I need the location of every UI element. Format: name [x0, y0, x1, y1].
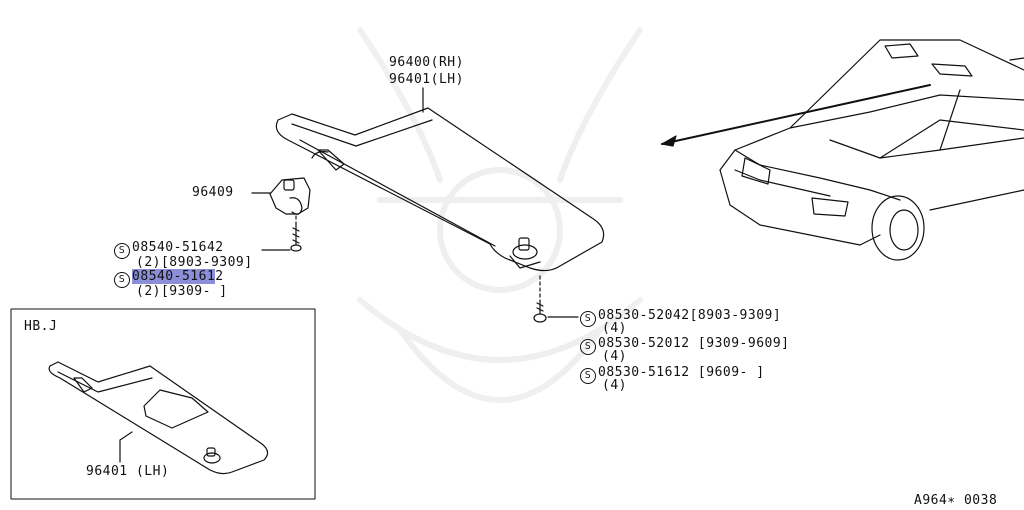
s-symbol-icon: S — [580, 311, 596, 327]
holder-screw — [290, 223, 302, 252]
label-visor-rh[interactable]: 96400(RH) — [389, 55, 464, 70]
sun-visor-main — [275, 107, 605, 272]
pivot-bolt — [533, 275, 547, 323]
label-bolt-1-qty: (4) — [602, 321, 627, 336]
label-screw-1-note: (2)[8903-9309] — [136, 255, 253, 270]
visor-holder — [269, 177, 311, 215]
s-symbol-icon: S — [580, 368, 596, 384]
screw-2-number-rest: 2 — [215, 269, 224, 284]
label-holder[interactable]: 96409 — [192, 185, 234, 200]
screw-2-number-highlight: 08540-5161 — [132, 269, 216, 284]
bolt-3-number: 08530-51612 [9609- ] — [598, 365, 765, 380]
bolt-2-number: 08530-52012 [9309-9609] — [598, 336, 790, 351]
s-symbol-icon: S — [114, 272, 130, 288]
leader-inset — [119, 431, 133, 463]
inset-title: HB.J — [24, 319, 58, 334]
label-visor-lh[interactable]: 96401(LH) — [389, 72, 464, 87]
inset-frame — [10, 308, 316, 500]
screw-1-number: 08540-51642 — [132, 240, 224, 255]
label-screw-2-note: (2)[9309- ] — [136, 284, 228, 299]
bolt-1-number: 08530-52042[8903-9309] — [598, 308, 782, 323]
diagram-code: A964∗ 0038 — [914, 493, 998, 508]
location-arrow — [661, 84, 931, 147]
s-symbol-icon: S — [114, 243, 130, 259]
watermark-emblem — [357, 27, 643, 403]
inset-visor — [48, 361, 269, 475]
s-symbol-icon: S — [580, 339, 596, 355]
label-bolt-3-qty: (4) — [602, 378, 627, 393]
label-bolt-2-qty: (4) — [602, 349, 627, 364]
label-inset-visor[interactable]: 96401 (LH) — [86, 464, 170, 479]
car-illustration — [719, 39, 1024, 261]
